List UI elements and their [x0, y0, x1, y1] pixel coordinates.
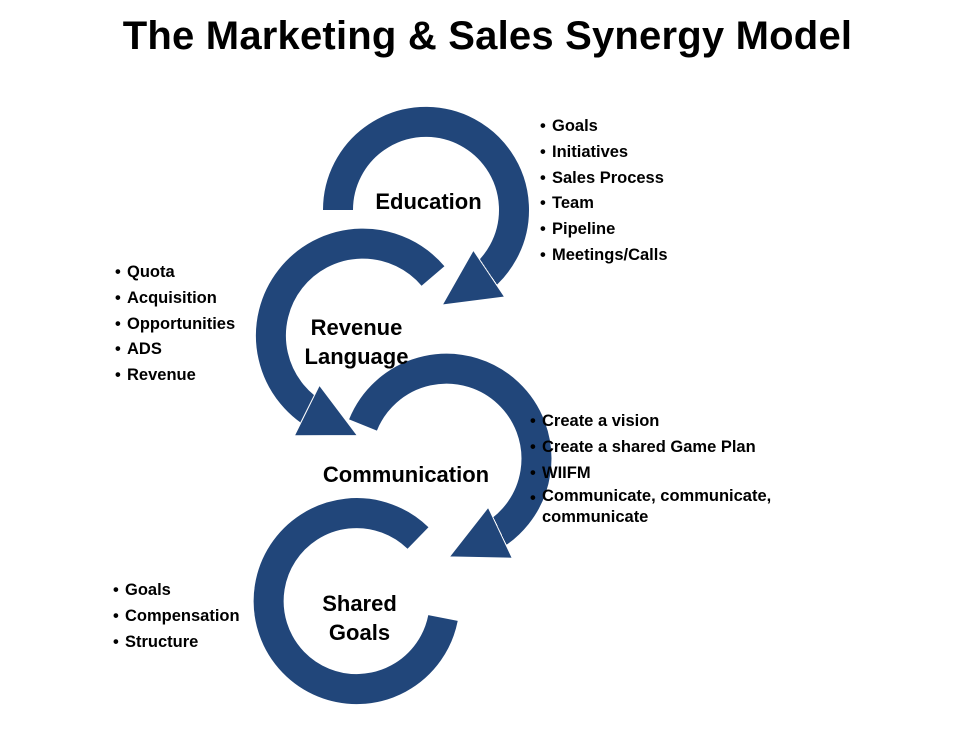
bullet-text: ADS [127, 340, 162, 359]
bullet-text: Goals [125, 581, 171, 599]
bullet-item: • Meetings/Calls [540, 243, 668, 269]
bullet-item: • Initiatives [540, 140, 668, 166]
bullet-item: • Quota [115, 260, 235, 286]
bullet-text: Revenue [127, 366, 196, 385]
bullet-glyph: • [540, 220, 546, 239]
bullet-text: Compensation [125, 606, 240, 625]
bullet-text: Acquisition [127, 288, 217, 307]
bullet-text: Opportunities [127, 314, 236, 333]
bullet-glyph: • [115, 263, 121, 281]
education-bullet-list: • Goals • Initiatives • Sales Process • Team… [540, 114, 668, 269]
bullet-text: Sales Process [552, 168, 664, 187]
bullet-glyph: • [115, 288, 121, 307]
bullet-text: Initiatives [552, 142, 629, 161]
bullet-item: • Acquisition [115, 286, 235, 312]
bullet-item: • Create a shared Game Plan [530, 435, 802, 461]
bullet-item: • Create a vision [530, 409, 802, 435]
bullet-glyph: • [530, 463, 536, 482]
bullet-item: • ADS [115, 337, 235, 363]
bullet-text: Goals [552, 117, 598, 135]
bullet-glyph: • [113, 632, 119, 651]
bullet-glyph: • [540, 168, 546, 187]
stage-label-line: Communication [322, 462, 490, 487]
communication-arc-band [349, 353, 552, 540]
bullet-item: • Opportunities [115, 312, 235, 338]
shared-goals-arc-band [253, 498, 458, 705]
bullet-item: • Pipeline [540, 217, 668, 243]
bullet-glyph: • [530, 437, 536, 456]
bullet-text: WIIFM [542, 463, 591, 482]
bullet-item: • Communicate, communicate, communicate [530, 486, 802, 531]
bullet-glyph: • [115, 366, 121, 385]
bullet-item: • WIIFM [530, 461, 802, 487]
stage-label-line: Shared [322, 591, 397, 616]
bullet-glyph: • [530, 412, 536, 430]
bullet-glyph: • [540, 117, 546, 135]
bullet-glyph: • [540, 142, 546, 161]
bullet-item: • Team [540, 191, 668, 217]
bullet-item: • Revenue [115, 363, 235, 389]
bullet-text: Communicate, communicate, communicate [542, 487, 772, 527]
stage-label-revenue-language: Revenue Language [284, 313, 429, 371]
bullet-glyph: • [115, 314, 121, 333]
stage-label-shared-goals: Shared Goals [292, 589, 427, 647]
stage-label-line: Language [304, 344, 409, 369]
shared-goals-bullet-list: • Goals • Compensation • Structure [113, 578, 240, 655]
bullet-item: • Compensation [113, 604, 240, 630]
bullet-glyph: • [115, 340, 121, 359]
communication-bullet-list: • Create a vision • Create a shared Game P… [530, 409, 802, 531]
bullet-item: • Sales Process [540, 166, 668, 192]
education-arc-band [323, 106, 529, 283]
bullet-item: • Goals [540, 114, 668, 140]
bullet-glyph: • [540, 245, 546, 264]
bullet-text: Structure [125, 632, 199, 651]
bullet-text: Team [552, 194, 594, 213]
bullet-item: • Structure [113, 630, 240, 656]
stage-label-line: Revenue [310, 315, 403, 340]
bullet-item: • Goals [113, 578, 240, 604]
diagram-title: The Marketing & Sales Synergy Model [122, 14, 853, 58]
stage-label-communication: Communication [306, 460, 506, 489]
bullet-text: Quota [127, 263, 175, 281]
revenue-language-arc-band [255, 228, 445, 418]
stage-label-line: Education [375, 189, 482, 214]
bullet-text: Create a vision [542, 412, 660, 430]
bullet-text: Create a shared Game Plan [542, 437, 756, 456]
stage-label-education: Education [356, 187, 501, 216]
bullet-text: Pipeline [552, 220, 616, 239]
bullet-text: Meetings/Calls [552, 245, 668, 264]
stage-label-line: Goals [328, 620, 391, 645]
bullet-glyph: • [530, 489, 536, 508]
bullet-glyph: • [113, 606, 119, 625]
bullet-glyph: • [113, 581, 119, 599]
bullet-glyph: • [540, 194, 546, 213]
revenue-language-bullet-list: •Quota •Acquisition •Opportunities •ADS … [115, 260, 235, 389]
